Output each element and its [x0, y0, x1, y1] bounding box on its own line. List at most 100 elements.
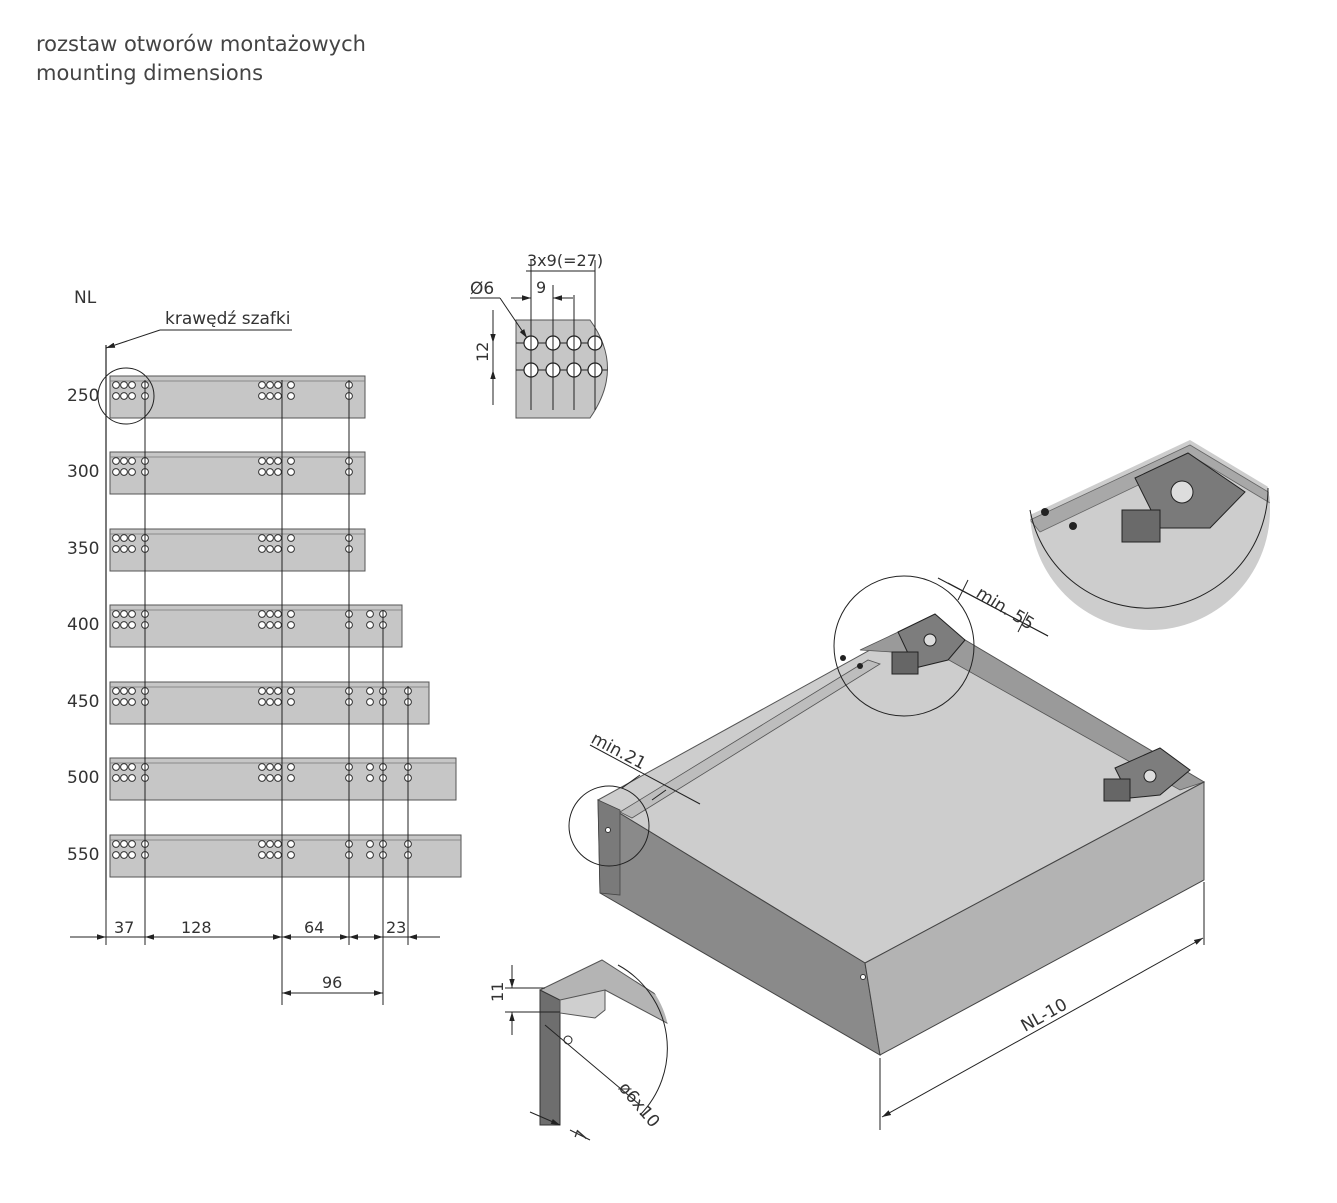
mounting-hole	[266, 851, 274, 859]
mounting-hole	[287, 698, 295, 706]
mounting-hole	[120, 381, 128, 389]
dim-11: 11	[488, 982, 507, 1002]
mounting-hole	[366, 763, 374, 771]
mounting-hole	[274, 468, 282, 476]
dim-23: 23	[386, 918, 406, 937]
rail-550: 550	[67, 834, 462, 878]
mounting-hole	[128, 534, 136, 542]
mounting-hole	[274, 698, 282, 706]
mounting-hole	[266, 610, 274, 618]
mounting-hole	[274, 840, 282, 848]
rail-body	[109, 451, 366, 495]
hole-diameter: Ø6	[470, 279, 494, 299]
mounting-hole	[120, 468, 128, 476]
mounting-hole	[120, 840, 128, 848]
mounting-hole	[258, 381, 266, 389]
mounting-hole	[120, 687, 128, 695]
mounting-hole	[112, 545, 120, 553]
mounting-hole	[112, 534, 120, 542]
rail-450: 450	[67, 681, 430, 725]
rail-body	[109, 528, 366, 572]
front-detail-circle	[568, 785, 650, 867]
mounting-hole	[287, 381, 295, 389]
mounting-hole	[274, 610, 282, 618]
mounting-hole	[258, 763, 266, 771]
hole-row-gap: 12	[473, 342, 492, 362]
rail-250: 250	[67, 375, 366, 419]
mounting-hole	[128, 621, 136, 629]
mounting-hole	[274, 534, 282, 542]
mounting-hole	[287, 840, 295, 848]
mounting-hole	[258, 392, 266, 400]
mounting-hole	[274, 763, 282, 771]
mounting-hole	[112, 698, 120, 706]
rail-body	[109, 834, 462, 878]
rail-400: 400	[67, 604, 403, 648]
mounting-hole	[266, 468, 274, 476]
nl-value-550: 550	[67, 845, 99, 865]
mounting-hole	[258, 840, 266, 848]
mounting-hole	[366, 687, 374, 695]
mounting-hole	[266, 545, 274, 553]
nl-value-300: 300	[67, 462, 99, 482]
mounting-hole	[112, 621, 120, 629]
nl-value-350: 350	[67, 539, 99, 559]
mounting-hole	[120, 457, 128, 465]
mounting-hole	[266, 621, 274, 629]
mounting-hole	[287, 545, 295, 553]
mounting-hole	[366, 698, 374, 706]
mounting-hole	[258, 545, 266, 553]
mounting-hole	[258, 774, 266, 782]
mounting-hole	[258, 534, 266, 542]
mounting-hole	[112, 763, 120, 771]
rail-300: 300	[67, 451, 366, 495]
mounting-hole	[258, 610, 266, 618]
mounting-hole	[112, 381, 120, 389]
mounting-hole	[274, 851, 282, 859]
title-polish: rozstaw otworów montażowych	[36, 32, 366, 56]
mounting-hole	[258, 457, 266, 465]
detail-circle-marker	[97, 367, 155, 425]
mounting-hole	[274, 621, 282, 629]
rear-bracket	[840, 613, 966, 675]
mounting-hole	[128, 774, 136, 782]
mounting-hole	[274, 381, 282, 389]
mounting-hole	[274, 392, 282, 400]
nl-minus-10-label: NL-10	[1018, 995, 1071, 1037]
mounting-hole	[266, 534, 274, 542]
rail-500: 500	[67, 757, 457, 801]
mounting-hole	[112, 687, 120, 695]
mounting-hole	[258, 468, 266, 476]
rail-body	[109, 757, 457, 801]
mounting-hole	[366, 610, 374, 618]
mounting-hole	[112, 610, 120, 618]
mounting-hole	[120, 392, 128, 400]
mounting-hole	[287, 457, 295, 465]
mounting-hole	[120, 763, 128, 771]
dim-64: 64	[304, 918, 324, 937]
mounting-hole	[120, 545, 128, 553]
mounting-hole	[112, 774, 120, 782]
dim-37: 37	[114, 918, 134, 937]
bracket-enlargement	[1029, 390, 1270, 630]
mounting-hole	[287, 763, 295, 771]
mounting-hole	[274, 774, 282, 782]
mounting-hole	[128, 381, 136, 389]
page-header: rozstaw otworów montażowych mounting dim…	[36, 30, 366, 88]
title-english: mounting dimensions	[36, 61, 264, 85]
hole-pattern-detail: 3x9(=27) 9 Ø6 12	[470, 251, 608, 419]
mounting-hole	[274, 457, 282, 465]
mounting-hole	[266, 457, 274, 465]
mounting-hole	[112, 457, 120, 465]
mounting-hole	[266, 840, 274, 848]
mounting-hole	[128, 687, 136, 695]
mounting-hole	[120, 621, 128, 629]
front-panel-enlargement: 11 7 ø6x10	[480, 950, 670, 1143]
nl-value-450: 450	[67, 692, 99, 712]
mounting-hole	[128, 698, 136, 706]
mounting-hole	[258, 621, 266, 629]
mounting-hole	[128, 851, 136, 859]
mounting-hole	[287, 851, 295, 859]
mounting-hole	[112, 851, 120, 859]
